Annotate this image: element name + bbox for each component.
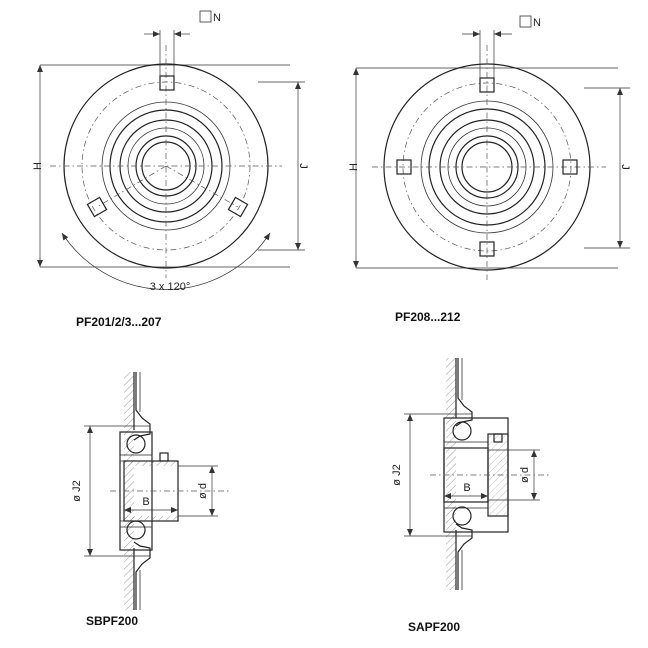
j2-label-2: ø J2 — [391, 464, 403, 485]
b-label: B — [142, 496, 149, 508]
h-label-2: H — [348, 163, 360, 171]
n-label: N — [213, 12, 221, 24]
h-label: H — [32, 162, 44, 170]
j2-label: ø J2 — [71, 480, 83, 501]
d-label-2: ø d — [519, 467, 531, 483]
pf201-front-view — [37, 10, 305, 290]
caption-pf208: PF208...212 — [395, 310, 461, 324]
caption-sapf200: SAPF200 — [408, 620, 460, 634]
sbpf200-section-view — [84, 372, 230, 610]
n-label-2: N — [533, 17, 541, 29]
b-label-2: B — [463, 482, 470, 494]
d-label: ø d — [197, 483, 209, 499]
j-label-2: J — [619, 164, 631, 170]
angle-label: 3 x 120° — [150, 281, 190, 293]
pf208-front-view — [353, 15, 630, 280]
sapf200-section-view — [404, 358, 550, 590]
caption-sbpf200: SBPF200 — [86, 614, 138, 628]
j-label: J — [297, 163, 309, 169]
caption-pf201: PF201/2/3...207 — [76, 315, 162, 329]
